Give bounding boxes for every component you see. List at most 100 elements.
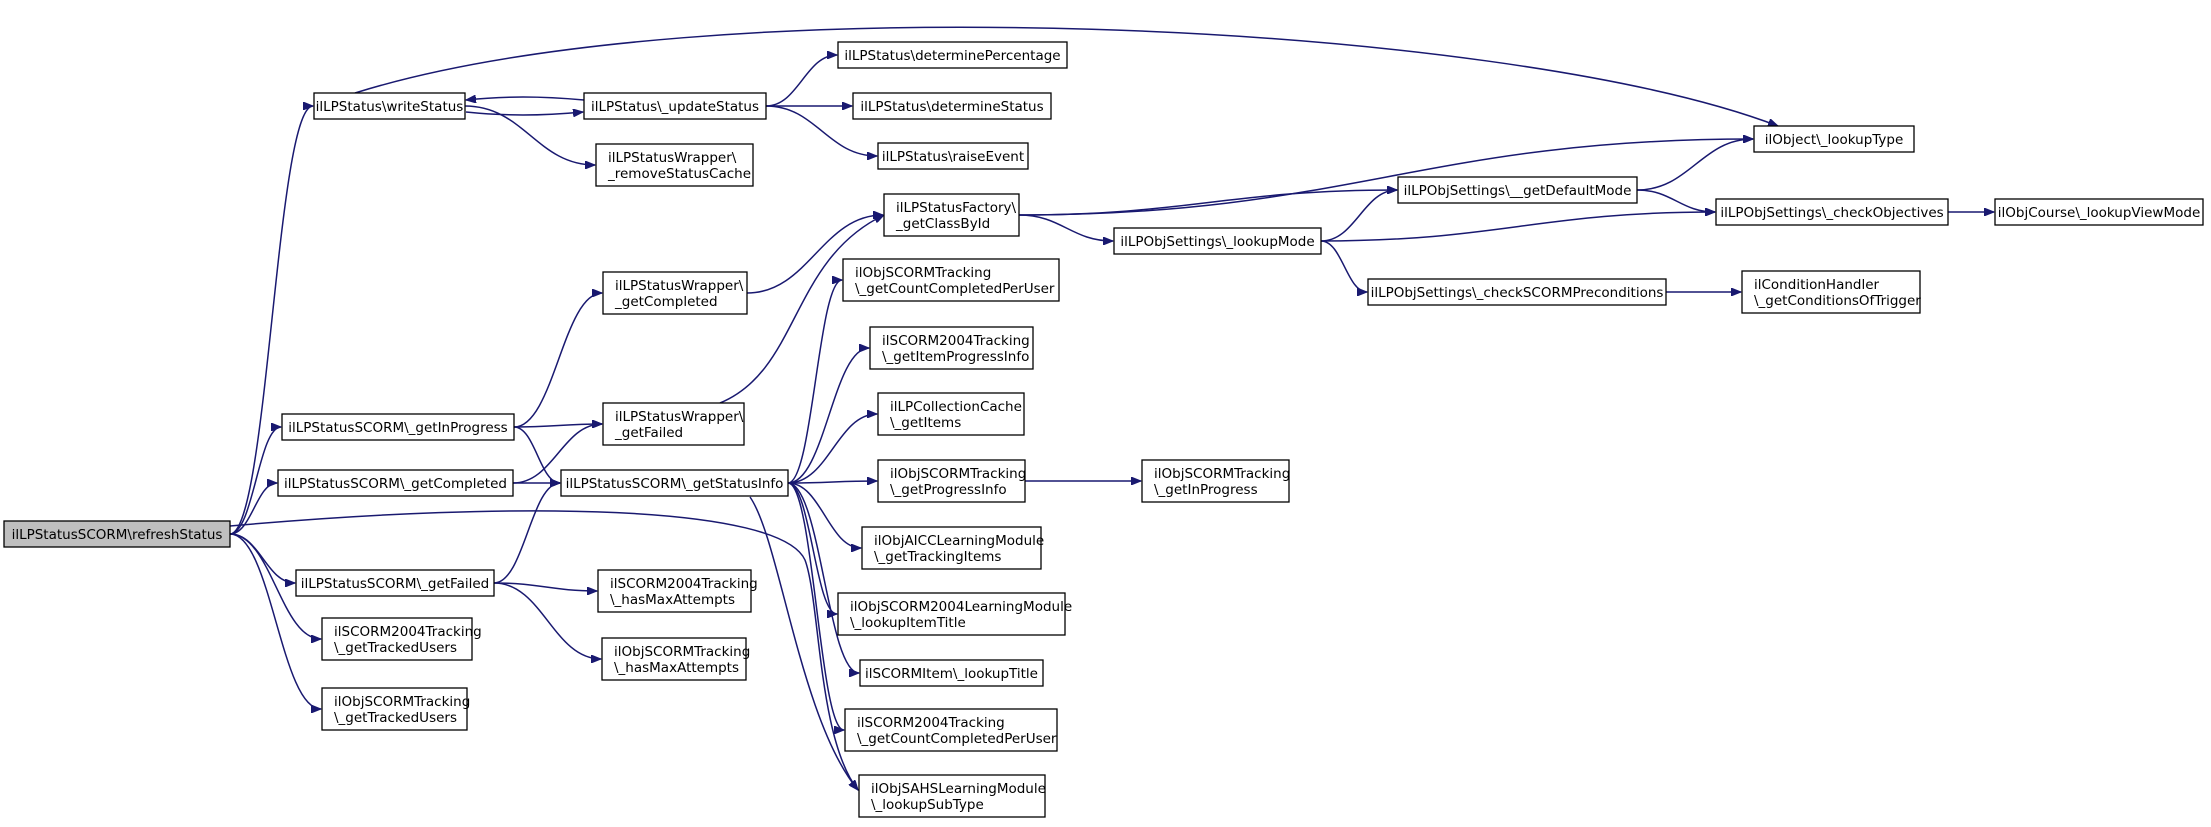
edge-arrow bbox=[765, 105, 877, 156]
node-label: ilObject\_lookupType bbox=[1765, 132, 1904, 148]
node-update-status[interactable]: ilLPStatus\_updateStatus bbox=[583, 92, 767, 120]
edge-arrow bbox=[1018, 214, 1113, 241]
node-label: ilLPCollectionCache bbox=[890, 399, 1022, 415]
node-label: ilSCORM2004Tracking bbox=[857, 715, 1005, 731]
edge-arrow bbox=[787, 481, 877, 483]
edge-getStatusInfo-to-objScormGetCountCompleted bbox=[787, 280, 842, 484]
node-get-class-by-id[interactable]: ilLPStatusFactory\_getClassById bbox=[883, 193, 1020, 237]
node-obj-scorm-has-max-attempts[interactable]: ilObjSCORMTracking\_hasMaxAttempts bbox=[601, 637, 750, 681]
node-wrapper-get-completed[interactable]: ilLPStatusWrapper\_getCompleted bbox=[602, 271, 748, 315]
node-sahs-lookup-sub-type[interactable]: ilObjSAHSLearningModule\_lookupSubType bbox=[858, 774, 1046, 818]
node-box bbox=[321, 687, 468, 731]
edge-getStatusInfo-to-sahsLookupSubType bbox=[749, 496, 858, 790]
node-check-objectives[interactable]: ilLPObjSettings\_checkObjectives bbox=[1715, 198, 1949, 226]
node-obj-scorm-get-in-progress[interactable]: ilObjSCORMTracking\_getInProgress bbox=[1141, 459, 1290, 503]
node-s2004-has-max-attempts[interactable]: ilSCORM2004Tracking\_hasMaxAttempts bbox=[597, 569, 758, 613]
node-scorm-item-lookup-title[interactable]: ilSCORMItem\_lookupTitle bbox=[859, 659, 1044, 687]
nodes-layer: ilLPStatusSCORM\refreshStatus ilLPStatus\… bbox=[3, 41, 2204, 818]
node-box bbox=[583, 92, 767, 120]
edges-layer bbox=[229, 26, 1994, 790]
node-s2004-lm-lookup-item-title[interactable]: ilObjSCORM2004LearningModule\_lookupItem… bbox=[837, 592, 1072, 636]
node-box bbox=[859, 659, 1044, 687]
node-get-status-info[interactable]: ilLPStatusSCORM\_getStatusInfo bbox=[560, 469, 789, 497]
node-box bbox=[877, 142, 1029, 170]
node-label: ilLPStatusSCORM\_getInProgress bbox=[288, 420, 507, 436]
node-label: ilObjSCORMTracking bbox=[855, 265, 991, 281]
edge-arrow bbox=[354, 26, 1778, 127]
node-collection-cache-get-items[interactable]: ilLPCollectionCache\_getItems bbox=[877, 392, 1025, 436]
node-box bbox=[877, 459, 1026, 503]
node-label: ilLPStatusWrapper\ bbox=[608, 150, 737, 166]
node-remove-status-cache[interactable]: ilLPStatusWrapper\_removeStatusCache bbox=[595, 143, 754, 187]
node-label: ilLPObjSettings\_lookupMode bbox=[1120, 234, 1314, 250]
node-box bbox=[1715, 198, 1949, 226]
node-box bbox=[595, 143, 754, 187]
node-box bbox=[877, 392, 1025, 436]
node-get-conditions-of-trigger[interactable]: ilConditionHandler\_getConditionsOfTrigg… bbox=[1741, 270, 1921, 314]
node-lookup-mode[interactable]: ilLPObjSettings\_lookupMode bbox=[1113, 227, 1322, 255]
edge-arrow bbox=[493, 582, 601, 659]
edge-getDefaultMode-to-checkObjectives bbox=[1636, 189, 1715, 212]
node-label: ilLPStatusWrapper\ bbox=[615, 409, 744, 425]
edge-lookupMode-to-checkSCORMPreconditions bbox=[1320, 240, 1367, 292]
node-box bbox=[1994, 198, 2204, 226]
node-lookup-view-mode[interactable]: ilObjCourse\_lookupViewMode bbox=[1994, 198, 2204, 226]
edge-getClassById-to-lookupType bbox=[1018, 139, 1753, 216]
node-label: ilLPStatus\writeStatus bbox=[316, 99, 464, 115]
node-label: ilSCORM2004Tracking bbox=[882, 333, 1030, 349]
node-label: ilLPStatus\_updateStatus bbox=[591, 99, 759, 115]
node-box bbox=[602, 402, 745, 446]
node-check-scormpreconditions[interactable]: ilLPObjSettings\_checkSCORMPreconditions bbox=[1367, 278, 1667, 306]
edge-lookupMode-to-getDefaultMode bbox=[1320, 190, 1397, 242]
node-box bbox=[842, 258, 1060, 302]
node-obj-scorm-get-progress-info[interactable]: ilObjSCORMTracking\_getProgressInfo bbox=[877, 459, 1026, 503]
edge-arrow bbox=[787, 482, 859, 673]
node-label: \_getItemProgressInfo bbox=[882, 349, 1029, 365]
node-label: ilObjAICCLearningModule bbox=[874, 533, 1044, 549]
edge-refreshStatus-to-writeStatus bbox=[229, 106, 313, 535]
node-s2004-get-tracked-users[interactable]: ilSCORM2004Tracking\_getTrackedUsers bbox=[321, 617, 482, 661]
edge-arrow bbox=[1320, 190, 1397, 242]
node-label: \_getTrackedUsers bbox=[334, 710, 457, 726]
edge-getClassById-to-getDefaultMode bbox=[1018, 190, 1397, 216]
node-scorm-get-completed[interactable]: ilLPStatusSCORM\_getCompleted bbox=[277, 469, 514, 497]
node-refresh-status[interactable]: ilLPStatusSCORM\refreshStatus bbox=[3, 520, 231, 548]
edge-refreshStatus-to-scormGetFailed bbox=[229, 533, 295, 583]
edge-arrow bbox=[787, 482, 844, 730]
node-box bbox=[1753, 125, 1915, 153]
node-lookup-type[interactable]: ilObject\_lookupType bbox=[1753, 125, 1915, 153]
node-box bbox=[321, 617, 473, 661]
node-get-default-mode[interactable]: ilLPObjSettings\__getDefaultMode bbox=[1397, 176, 1638, 204]
node-label: ilObjCourse\_lookupViewMode bbox=[1998, 205, 2201, 221]
node-obj-scorm-get-tracked-users[interactable]: ilObjSCORMTracking\_getTrackedUsers bbox=[321, 687, 470, 731]
node-label: \_hasMaxAttempts bbox=[614, 660, 739, 676]
node-obj-scorm-get-count-completed[interactable]: ilObjSCORMTracking\_getCountCompletedPer… bbox=[842, 258, 1060, 302]
edge-writeStatus-to-removeStatusCache bbox=[464, 105, 595, 165]
node-box bbox=[861, 526, 1042, 570]
node-label: ilObjSAHSLearningModule bbox=[871, 781, 1046, 797]
node-box bbox=[1397, 176, 1638, 204]
edge-getStatusInfo-to-objScormGetProgressInfo bbox=[787, 481, 877, 483]
edge-arrow bbox=[787, 280, 842, 484]
node-s2004-get-count-completed[interactable]: ilSCORM2004Tracking\_getCountCompletedPe… bbox=[844, 708, 1058, 752]
node-label: ilLPObjSettings\_checkSCORMPreconditions bbox=[1371, 285, 1664, 301]
node-box bbox=[277, 469, 514, 497]
node-determine-status[interactable]: ilLPStatus\determineStatus bbox=[852, 92, 1052, 120]
node-box bbox=[844, 708, 1058, 752]
node-write-status[interactable]: ilLPStatus\writeStatus bbox=[313, 92, 466, 120]
node-label: _removeStatusCache bbox=[607, 166, 751, 182]
node-raise-event[interactable]: ilLPStatus\raiseEvent bbox=[877, 142, 1029, 170]
node-aicc-get-tracking-items[interactable]: ilObjAICCLearningModule\_getTrackingItem… bbox=[861, 526, 1044, 570]
edge-scormGetInProgress-to-wrapperGetFailed bbox=[513, 424, 602, 427]
edge-getStatusInfo-to-collectionCacheGetItems bbox=[787, 414, 877, 484]
node-label: ilObjSCORMTracking bbox=[890, 466, 1026, 482]
node-determine-percentage[interactable]: ilLPStatus\determinePercentage bbox=[837, 41, 1068, 69]
node-wrapper-get-failed[interactable]: ilLPStatusWrapper\_getFailed bbox=[602, 402, 745, 446]
node-label: ilLPObjSettings\_checkObjectives bbox=[1720, 205, 1943, 221]
node-scorm-get-failed[interactable]: ilLPStatusSCORM\_getFailed bbox=[295, 569, 495, 597]
node-scorm-get-in-progress[interactable]: ilLPStatusSCORM\_getInProgress bbox=[281, 413, 515, 441]
node-s2004-get-item-progress-info[interactable]: ilSCORM2004Tracking\_getItemProgressInfo bbox=[869, 326, 1034, 370]
node-box bbox=[281, 413, 515, 441]
edge-arrow bbox=[787, 348, 869, 484]
